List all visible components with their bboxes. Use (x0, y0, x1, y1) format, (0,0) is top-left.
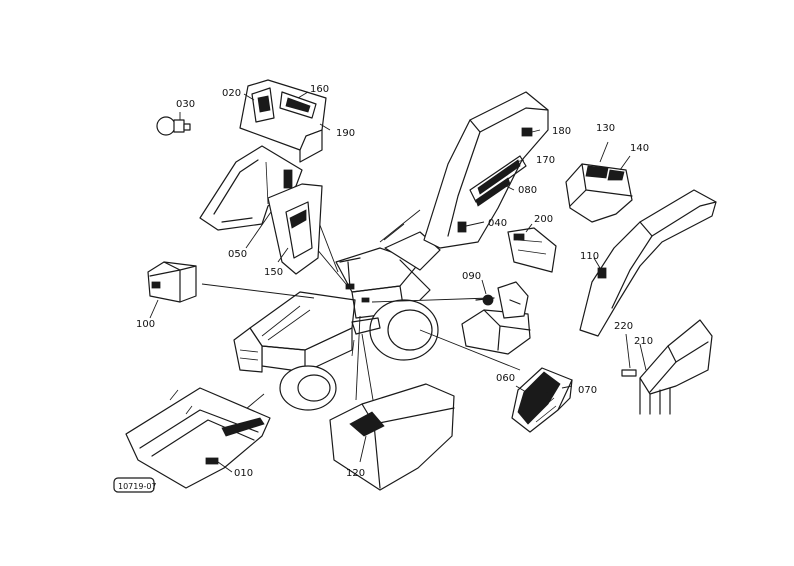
part-130-140-cover (565, 141, 633, 223)
stamp-box (113, 477, 155, 493)
callout-060: 060 (496, 373, 515, 384)
part-150-rear-panel (267, 183, 323, 275)
callout-130: 130 (596, 123, 615, 134)
part-060-070-step (511, 367, 573, 433)
part-220-210-bracket (621, 319, 713, 415)
leader-lines (201, 209, 521, 425)
callout-160: 160 (310, 84, 329, 95)
callout-210: 210 (634, 336, 653, 347)
callout-100: 100 (136, 319, 155, 330)
part-090-valve (461, 279, 531, 355)
part-120-floor-panel (329, 383, 455, 491)
tractor-body (233, 231, 441, 411)
part-010-floor (125, 387, 271, 489)
callout-070: 070 (578, 385, 597, 396)
part-200-plate (507, 223, 557, 273)
part-020-160-190-panel (239, 79, 331, 163)
callout-140: 140 (630, 143, 649, 154)
callout-110: 110 (580, 251, 599, 262)
callout-030: 030 (176, 99, 195, 110)
callout-040: 040 (488, 218, 507, 229)
callout-120: 120 (346, 468, 365, 479)
callout-200: 200 (534, 214, 553, 225)
callout-220: 220 (614, 321, 633, 332)
part-110-fender (579, 189, 717, 337)
callout-090: 090 (462, 271, 481, 282)
part-fender-180-170-080-040 (423, 91, 549, 249)
callout-150: 150 (264, 267, 283, 278)
callout-050: 050 (228, 249, 247, 260)
callout-180: 180 (552, 126, 571, 137)
callout-010: 010 (234, 468, 253, 479)
stamp-label: 10719-07 (118, 482, 157, 491)
callout-labels: 020 030 160 190 050 150 100 180 170 080 … (118, 84, 653, 491)
callout-190: 190 (336, 128, 355, 139)
callout-020: 020 (222, 88, 241, 99)
callout-080: 080 (518, 185, 537, 196)
part-030-bulb (156, 112, 191, 136)
callout-170: 170 (536, 155, 555, 166)
part-100-cover (147, 261, 197, 319)
